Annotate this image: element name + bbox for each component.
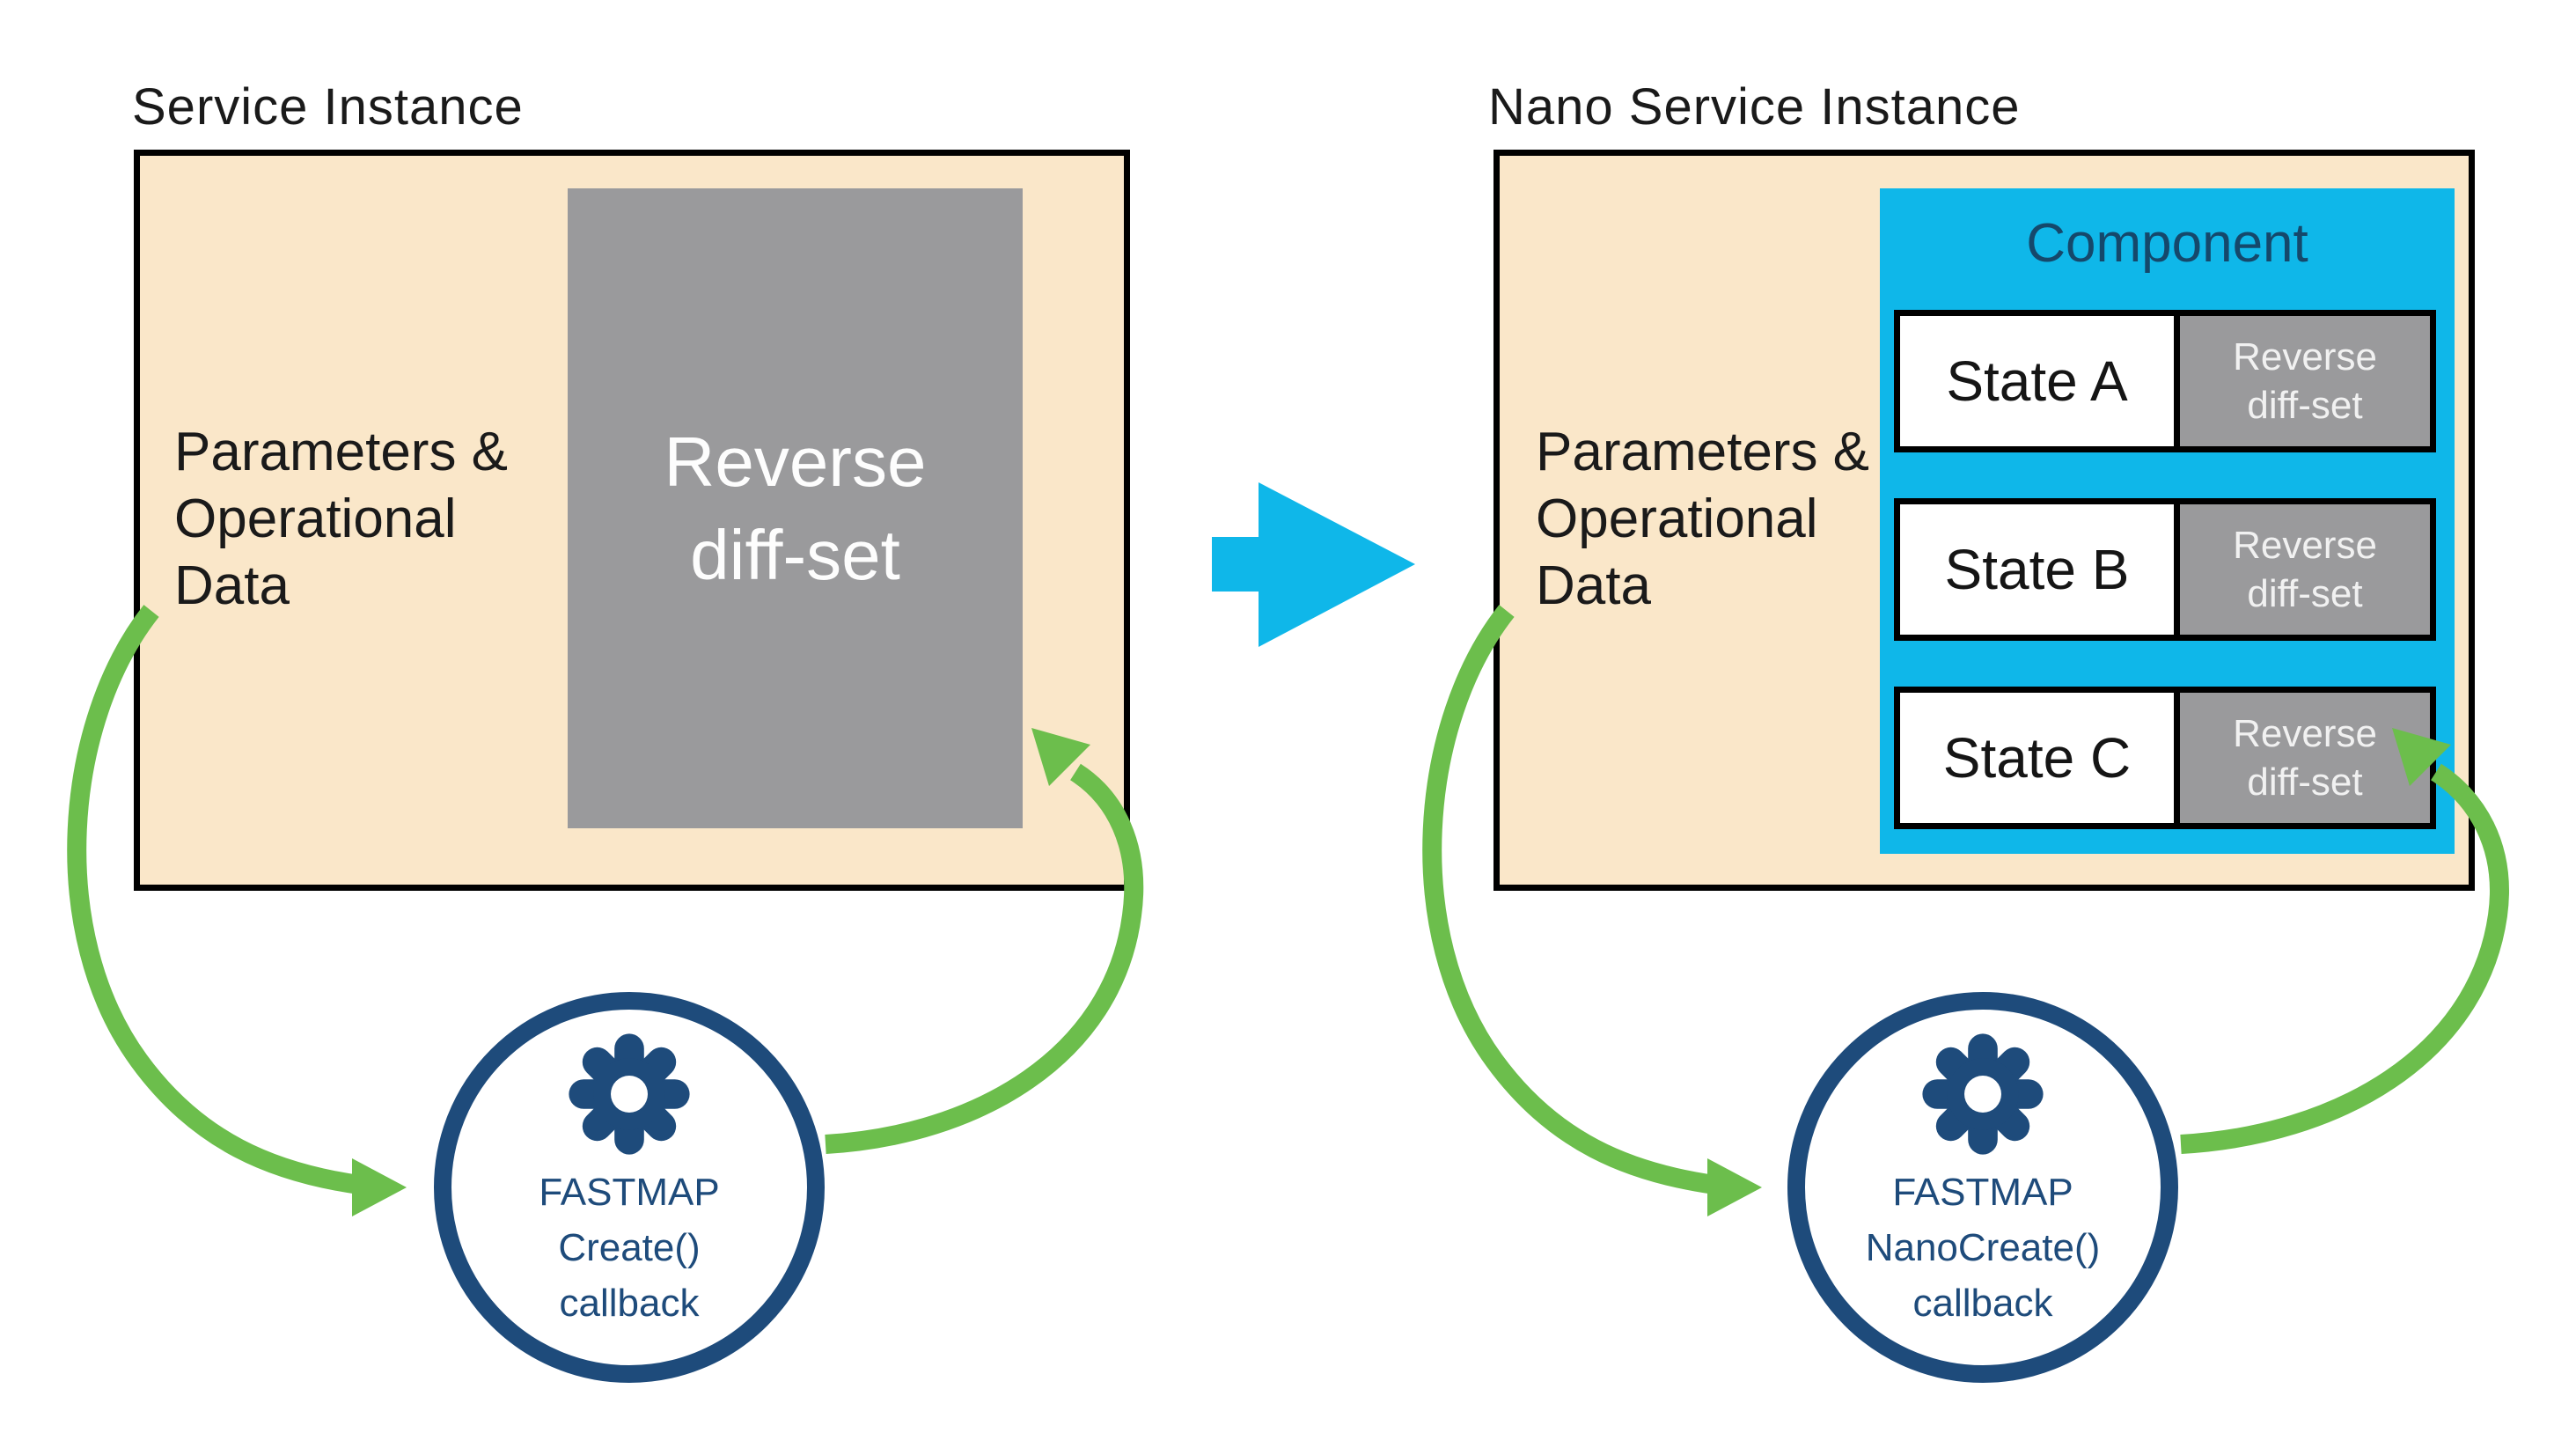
params-line-1: Parameters & xyxy=(174,422,509,482)
reverse-diff-set-line-1: Reverse xyxy=(664,422,927,501)
gear-icon xyxy=(1922,1033,2044,1155)
service-instance-box: Parameters & Operational Data Reverse di… xyxy=(134,150,1130,891)
fastmap-create-callback-label: FASTMAP Create() callback xyxy=(539,1165,719,1331)
state-c-reverse-diff-set: Reverse diff-set xyxy=(2174,693,2430,823)
transform-arrow-icon xyxy=(1212,482,1415,647)
state-c-label: State C xyxy=(1900,693,2174,823)
state-a-row: State A Reverse diff-set xyxy=(1894,310,2436,452)
diff-set-line: diff-set xyxy=(2247,761,2363,804)
state-a-label: State A xyxy=(1900,316,2174,446)
params-line-3: Data xyxy=(1536,555,1651,616)
nano-service-instance-title: Nano Service Instance xyxy=(1488,78,2021,136)
params-line-1: Parameters & xyxy=(1536,422,1870,482)
callback-line-3: callback xyxy=(1912,1282,2053,1325)
callback-line-3: callback xyxy=(559,1282,700,1325)
reverse-line: Reverse xyxy=(2233,335,2377,378)
params-line-2: Operational xyxy=(174,489,457,549)
params-line-3: Data xyxy=(174,555,290,616)
callback-line-2: NanoCreate() xyxy=(1865,1226,2101,1269)
nano-service-instance-box: Parameters & Operational Data Component … xyxy=(1493,150,2475,891)
component-label: Component xyxy=(2026,213,2308,274)
diff-set-line: diff-set xyxy=(2247,384,2363,427)
reverse-line: Reverse xyxy=(2233,524,2377,567)
params-to-nanocreate-arrowhead-icon xyxy=(1707,1158,1762,1216)
fastmap-create-callback-circle: FASTMAP Create() callback xyxy=(434,992,825,1383)
params-to-create-arrowhead-icon xyxy=(352,1158,407,1216)
reverse-diff-set-box: Reverse diff-set xyxy=(568,188,1023,828)
state-a-reverse-diff-set: Reverse diff-set xyxy=(2174,316,2430,446)
gear-icon xyxy=(569,1033,690,1155)
reverse-diff-set-line-2: diff-set xyxy=(690,515,900,594)
component-box: Component State A Reverse diff-set State… xyxy=(1880,188,2455,854)
state-c-row: State C Reverse diff-set xyxy=(1894,687,2436,829)
fastmap-nanocreate-callback-label: FASTMAP NanoCreate() callback xyxy=(1866,1165,2101,1331)
parameters-operational-data-label: Parameters & Operational Data xyxy=(1536,419,1869,620)
service-instance-title: Service Instance xyxy=(132,78,524,136)
params-line-2: Operational xyxy=(1536,489,1818,549)
state-b-label: State B xyxy=(1900,504,2174,635)
state-b-row: State B Reverse diff-set xyxy=(1894,498,2436,641)
fastmap-nanocreate-callback-circle: FASTMAP NanoCreate() callback xyxy=(1787,992,2178,1383)
callback-line-2: Create() xyxy=(558,1226,701,1269)
parameters-operational-data-label: Parameters & Operational Data xyxy=(174,419,508,620)
callback-line-1: FASTMAP xyxy=(539,1171,720,1214)
callback-line-1: FASTMAP xyxy=(1892,1171,2073,1214)
reverse-line: Reverse xyxy=(2233,712,2377,755)
state-b-reverse-diff-set: Reverse diff-set xyxy=(2174,504,2430,635)
diff-set-line: diff-set xyxy=(2247,572,2363,615)
